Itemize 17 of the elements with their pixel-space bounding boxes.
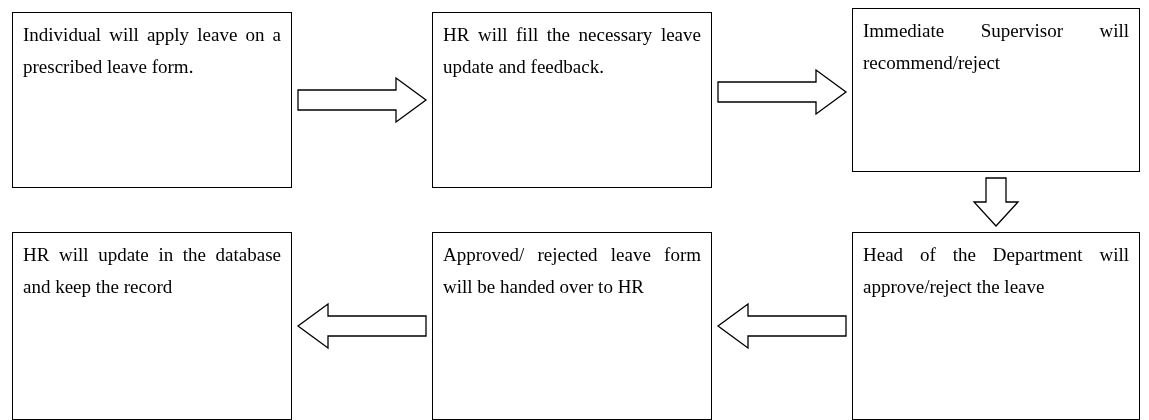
block-arrow [717, 68, 848, 116]
process-box [852, 8, 1140, 172]
step-text: HR will fill the necessary leave update and feedback. [443, 23, 701, 79]
step-text: Immediate Supervisor will recommend/reject [863, 19, 1129, 75]
step-text: Individual will apply leave on a prescribed leave form. [23, 23, 281, 79]
block-arrow [716, 302, 847, 350]
block-arrow [296, 302, 427, 350]
block-arrow [297, 76, 428, 124]
process-box [852, 232, 1140, 420]
step-text: Head of the Department will approve/reject the leave [863, 243, 1129, 299]
process-box [432, 232, 712, 420]
process-box [12, 232, 292, 420]
step-text: HR will update in the database and keep the record [23, 243, 281, 299]
block-arrow [972, 177, 1020, 227]
process-box [12, 12, 292, 188]
step-text: Approved/ rejected leave form will be handed over to HR [443, 243, 701, 299]
process-box [432, 12, 712, 188]
